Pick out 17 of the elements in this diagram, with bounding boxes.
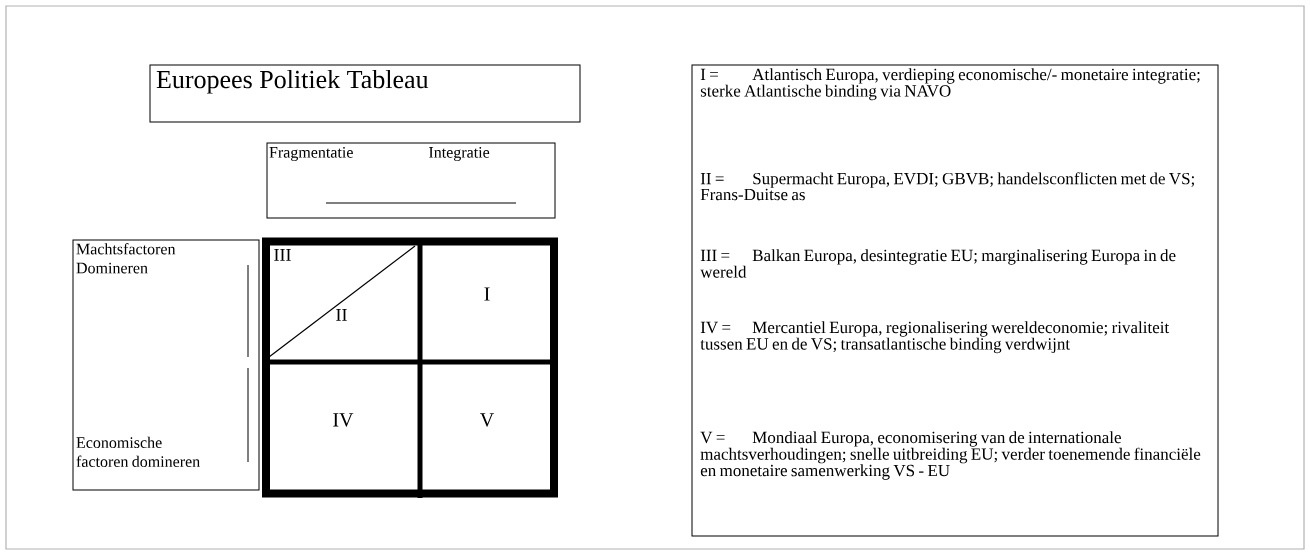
legend-entry: IV = Mercantiel Europa, regionalisering wereldeconomie; rivaliteit tussen EU en de VS; transatlantische binding verdwijnt: [700, 321, 1170, 354]
axis-label: Machtsfactoren Domineren: [76, 243, 176, 274]
legend-box: [691, 64, 1219, 537]
quadrant-numeral: V: [480, 413, 494, 427]
quadrant-numeral: IV: [333, 413, 354, 427]
quadrant-numeral: III: [274, 249, 291, 261]
axis-label: Economische factoren domineren: [76, 436, 200, 467]
legend-entry: II = Supermacht Europa, EVDI; GBVB; handelsconflicten met de VS; Frans-Duitse as: [700, 172, 1194, 201]
quadrant-numeral: I: [484, 287, 490, 301]
quadrant-numeral: II: [336, 309, 347, 321]
legend-entry: V = Mondiaal Europa, economisering van de internationale machtsverhoudingen; snelle uitbreiding EU; verder toenemende financiële en monetaire samenwerking VS - EU: [700, 431, 1201, 480]
title-box: Europees Politiek Tableau: [149, 64, 581, 123]
legend-entry: III = Balkan Europa, desintegratie EU; marginalisering Europa in de wereld: [700, 249, 1176, 278]
label-box: [72, 239, 260, 491]
matrix-frame: [262, 237, 558, 498]
legend-entry: I = Atlantisch Europa, verdieping economische/- monetaire integratie; sterke Atlantische binding via NAVO: [700, 68, 1200, 101]
axis-box: Fragmentatie Integratie: [266, 142, 556, 219]
